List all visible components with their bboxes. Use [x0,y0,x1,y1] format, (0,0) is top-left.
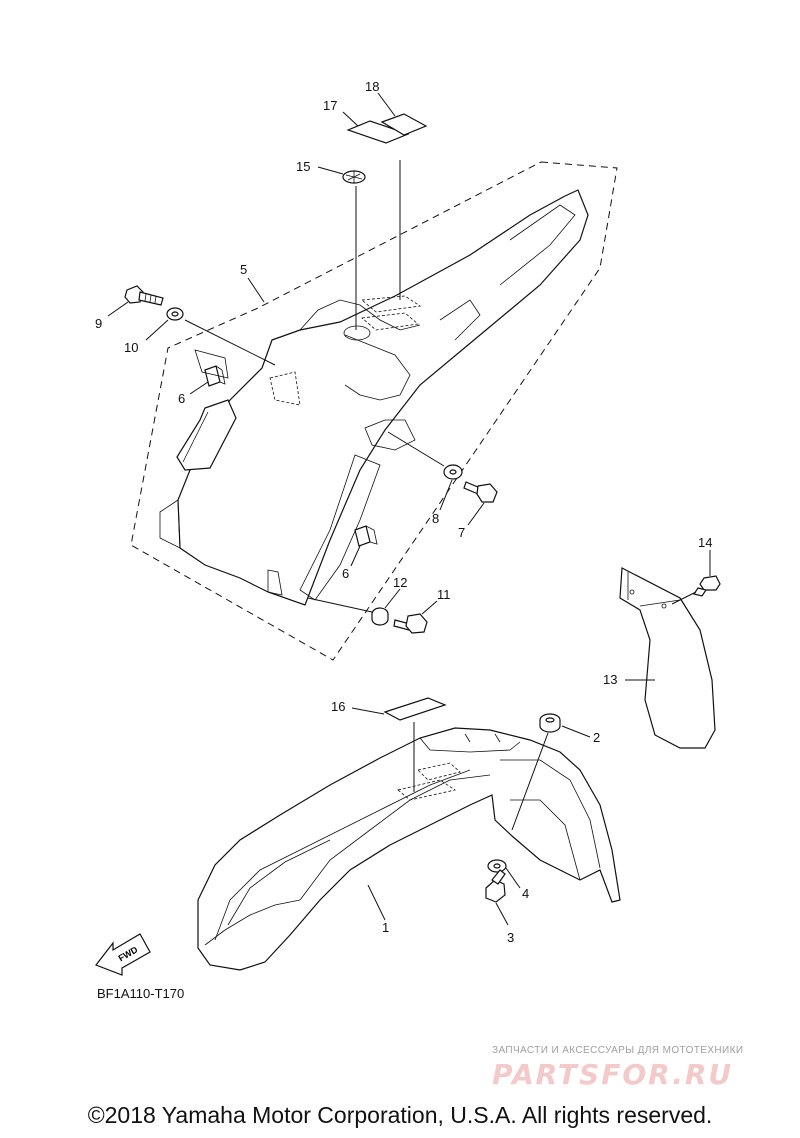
bolt-3 [485,869,506,903]
bolt-9 [124,285,164,306]
callout-6-upper: 6 [178,391,185,406]
label-16 [383,697,447,721]
callout-17: 17 [323,98,337,113]
copyright-notice: ©2018 Yamaha Motor Corporation, U.S.A. A… [87,1102,713,1128]
collar-12 [371,607,389,626]
bolt-7 [463,481,498,503]
parts-diagram: FWD 1 2 3 4 5 6 6 7 8 9 10 11 12 13 14 [95,79,721,976]
fwd-arrow: FWD [95,933,151,976]
callout-5: 5 [240,262,247,277]
callouts: 1 2 3 4 5 6 6 7 8 9 10 11 12 13 14 15 16 [95,79,712,945]
callout-16: 16 [331,699,345,714]
callout-9: 9 [95,316,102,331]
grommet-15 [342,170,366,184]
washer-4 [487,859,507,873]
watermark-logo: PARTSFOR.RU [492,1058,734,1091]
nut-clip-upper [204,365,226,387]
screw-14 [693,575,721,597]
callout-7: 7 [458,525,465,540]
label-18 [380,113,428,136]
washer-10 [166,307,184,321]
callout-12: 12 [393,575,407,590]
callout-18: 18 [365,79,379,94]
callout-2: 2 [593,730,600,745]
callout-6-lower: 6 [342,566,349,581]
mud-guard [619,567,716,749]
washer-8 [443,464,463,480]
figure-code: BF1A110-T170 [97,986,185,1001]
callout-13: 13 [603,672,617,687]
nut-clip-lower [354,525,378,547]
collar-2 [539,713,561,733]
front-fender [197,727,621,971]
side-panel [176,399,237,471]
callout-15: 15 [296,159,310,174]
callout-14: 14 [698,535,712,550]
watermark-tagline: ЗАПЧАСТИ И АКСЕССУАРЫ ДЛЯ МОТОТЕХНИКИ [492,1045,744,1056]
bolt-11 [393,613,428,634]
assembly-boundary [130,161,618,661]
callout-10: 10 [124,340,138,355]
rear-fender [159,189,589,606]
callout-11: 11 [437,587,451,602]
callout-3: 3 [507,930,514,945]
callout-1: 1 [382,920,389,935]
callout-4: 4 [522,886,529,901]
callout-8: 8 [432,511,439,526]
